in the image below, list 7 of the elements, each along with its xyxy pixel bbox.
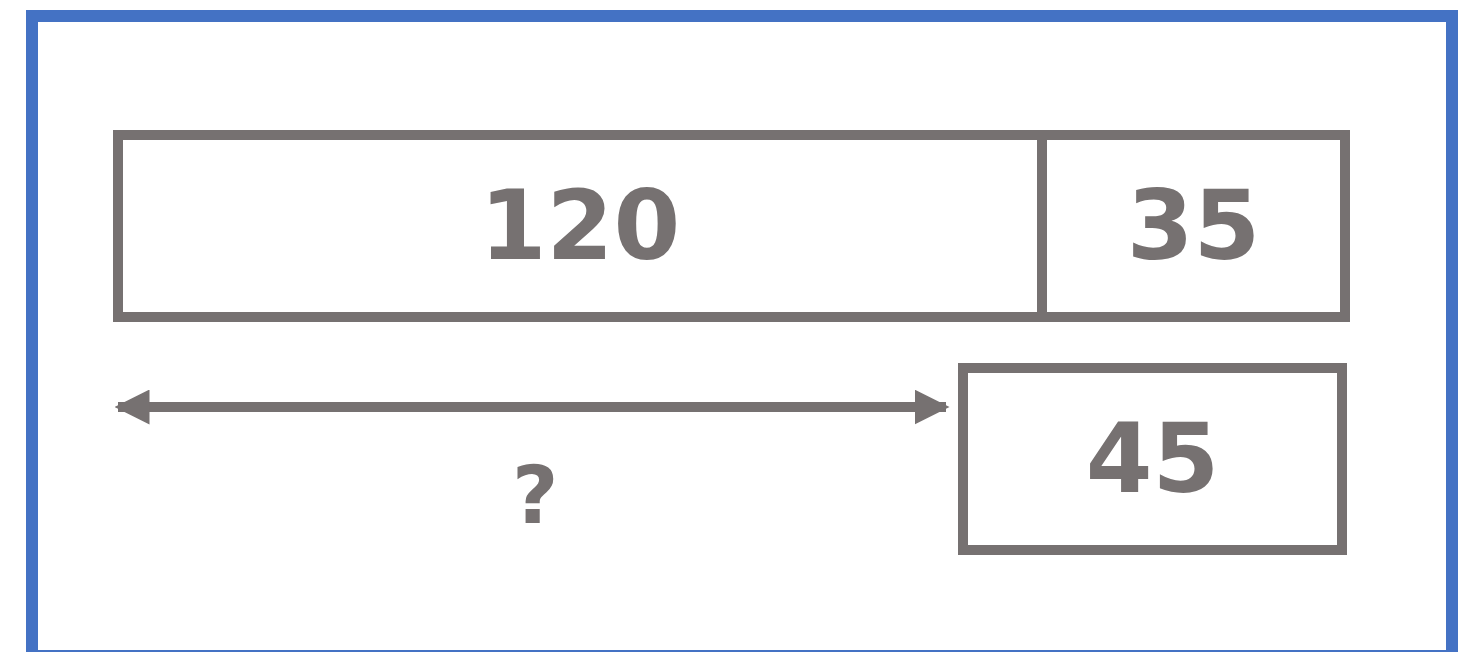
unknown-value-label: ? [512, 456, 559, 536]
bar-segment [113, 130, 1047, 322]
bar-segment [958, 363, 1347, 555]
bar-segment [1047, 130, 1350, 322]
number-label: 120 [479, 178, 681, 274]
number-label: 35 [1126, 178, 1261, 274]
number-label: 45 [1085, 411, 1220, 507]
